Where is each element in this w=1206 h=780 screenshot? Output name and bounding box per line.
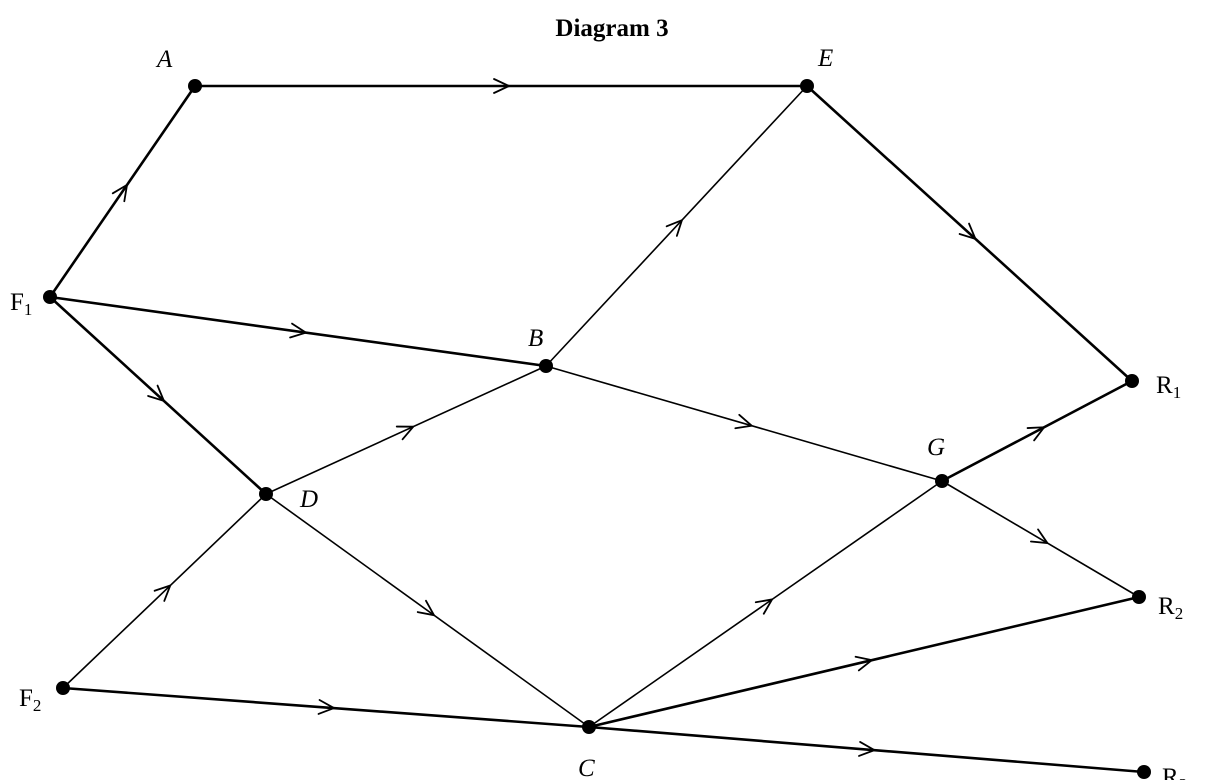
edge-line	[588, 480, 943, 728]
edge-line	[62, 686, 590, 729]
node-label-r1: R1	[1156, 372, 1181, 402]
edge-line	[941, 480, 1140, 598]
edge-line	[265, 365, 547, 495]
edge-c-g	[588, 480, 943, 728]
arrowhead-icon	[153, 584, 172, 602]
arrowhead-icon	[734, 413, 753, 430]
node-b	[539, 359, 553, 373]
edge-line	[806, 85, 1133, 382]
node-label-c: C	[578, 755, 595, 780]
node-f2	[56, 681, 70, 695]
node-label-f2: F2	[19, 685, 41, 715]
arrowhead-icon	[858, 741, 876, 757]
edge-line	[49, 296, 267, 495]
edge-d-b	[265, 365, 547, 495]
arrowhead-icon	[317, 699, 335, 715]
diagram-title: Diagram 3	[555, 15, 668, 42]
edge-line	[62, 493, 267, 689]
arrowhead-icon	[958, 222, 977, 240]
edge-f1-a	[48, 85, 197, 298]
node-g	[935, 474, 949, 488]
edge-c-r2	[588, 595, 1140, 729]
node-e	[800, 79, 814, 93]
edges-layer	[48, 78, 1145, 774]
edge-e-r1	[806, 85, 1133, 382]
arrowhead-icon	[147, 384, 165, 402]
edge-b-g	[545, 365, 943, 482]
node-f1	[43, 290, 57, 304]
edge-d-c	[265, 493, 590, 728]
edge-line	[49, 295, 547, 368]
edge-line	[48, 85, 197, 298]
arrowhead-icon	[665, 219, 683, 237]
node-r3	[1137, 765, 1151, 779]
node-label-a: A	[155, 46, 173, 73]
node-d	[259, 487, 273, 501]
node-r2	[1132, 590, 1146, 604]
arrowhead-icon	[111, 184, 128, 203]
node-c	[582, 720, 596, 734]
node-label-g: G	[927, 434, 945, 461]
node-a	[188, 79, 202, 93]
edge-line	[588, 595, 1140, 729]
node-label-f1: F1	[10, 289, 32, 319]
edge-line	[588, 725, 1145, 774]
arrowhead-icon	[1030, 528, 1049, 544]
edge-line	[941, 379, 1133, 483]
edge-line	[545, 85, 808, 367]
node-label-b: B	[528, 325, 543, 352]
node-label-r2: R2	[1158, 593, 1183, 623]
edge-b-e	[545, 85, 808, 367]
edge-c-r3	[588, 725, 1145, 774]
arrowhead-icon	[416, 599, 435, 617]
arrowhead-icon	[754, 598, 773, 615]
arrowhead-icon	[854, 655, 873, 672]
arrowhead-icon	[493, 78, 510, 94]
arrowhead-icon	[1026, 426, 1045, 442]
edge-line	[265, 493, 590, 728]
node-label-d: D	[299, 486, 318, 513]
node-r1	[1125, 374, 1139, 388]
nodes-layer	[43, 79, 1151, 779]
edge-f2-d	[62, 493, 267, 689]
node-label-r3: R3	[1162, 764, 1187, 780]
edge-g-r2	[941, 480, 1140, 598]
edge-a-e	[195, 78, 807, 94]
arrowhead-icon	[289, 322, 307, 339]
edge-f1-d	[49, 296, 267, 495]
edge-f1-b	[49, 295, 547, 368]
edge-line	[545, 365, 943, 482]
arrowhead-icon	[395, 425, 415, 441]
edge-g-r1	[941, 379, 1133, 483]
edge-f2-c	[62, 686, 590, 729]
node-label-e: E	[817, 45, 833, 72]
